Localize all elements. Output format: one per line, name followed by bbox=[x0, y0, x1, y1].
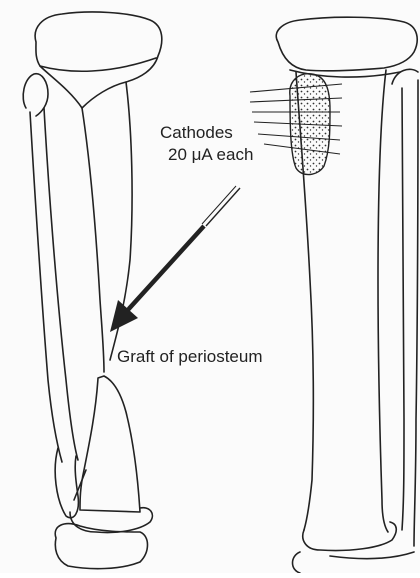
right-fibula-shaft-inner bbox=[402, 88, 404, 530]
right-fibula-head bbox=[392, 69, 418, 84]
right-tibia-head bbox=[276, 17, 417, 71]
arrow-shaft-thick bbox=[126, 226, 204, 312]
cathodes-label: Cathodes bbox=[160, 123, 233, 142]
right-talus bbox=[293, 552, 415, 573]
left-talus bbox=[55, 524, 147, 569]
arrow-shaft-thin bbox=[206, 188, 240, 226]
periosteum-graft-with-cathodes bbox=[250, 74, 342, 175]
left-tibia-lower-fragment bbox=[80, 376, 140, 512]
right-fibula-shaft-outer bbox=[414, 80, 418, 546]
left-fibula-distal bbox=[55, 448, 78, 518]
right-tibia-distal bbox=[303, 522, 396, 551]
left-tibia-shaft-lateral bbox=[82, 108, 104, 372]
graft-label: Graft of periosteum bbox=[117, 347, 263, 366]
right-tibia-shaft-lateral bbox=[378, 70, 388, 532]
current-label: 20 μA each bbox=[168, 145, 253, 164]
left-tibia-condyle-line bbox=[40, 58, 156, 71]
left-tibia-head bbox=[35, 12, 162, 108]
left-fibula-shaft-inner bbox=[44, 108, 78, 460]
arrow-shaft-thin-2 bbox=[202, 186, 236, 224]
left-leg-bones bbox=[23, 12, 162, 569]
